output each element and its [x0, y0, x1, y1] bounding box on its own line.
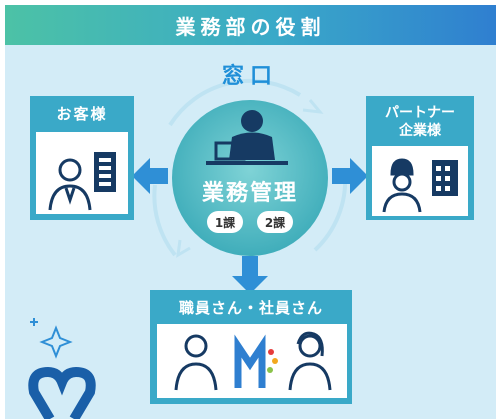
staff-box: [150, 290, 352, 404]
customer-person-icon: [48, 158, 92, 211]
arrow-left: [132, 158, 168, 194]
partner-building-icon: [432, 160, 458, 196]
arrow-down: [232, 256, 268, 294]
header-title: 業務部の役割: [175, 14, 326, 39]
section-pill-2: 2課: [257, 211, 293, 233]
partner-box: [366, 96, 474, 220]
staff-title: 職員さん・社員さん: [178, 299, 323, 317]
partner-title: パートナー 企業様: [366, 102, 474, 142]
flow-arrows: [132, 158, 368, 294]
female-staff-icon: [288, 331, 332, 391]
heart-decoration: [28, 366, 96, 419]
header-banner: 業務部の役割: [5, 5, 496, 45]
customer-title: お客様: [56, 105, 108, 123]
window-label: 窓口: [221, 64, 278, 89]
arrow-right: [332, 158, 368, 194]
male-staff-icon: [174, 334, 218, 391]
partner-title-line2: 企業様: [399, 123, 441, 139]
sparkle-decoration: [30, 318, 73, 359]
customer-building-icon: [94, 152, 116, 192]
customer-box: [30, 96, 134, 220]
company-logo-icon: [234, 334, 278, 388]
partner-title-line1: パートナー: [385, 105, 455, 121]
desk-worker-icon: [206, 110, 288, 165]
center-title: 業務管理: [201, 181, 298, 206]
helmet-worker-icon: [382, 158, 422, 213]
section-pill-1: 1課: [207, 211, 243, 233]
